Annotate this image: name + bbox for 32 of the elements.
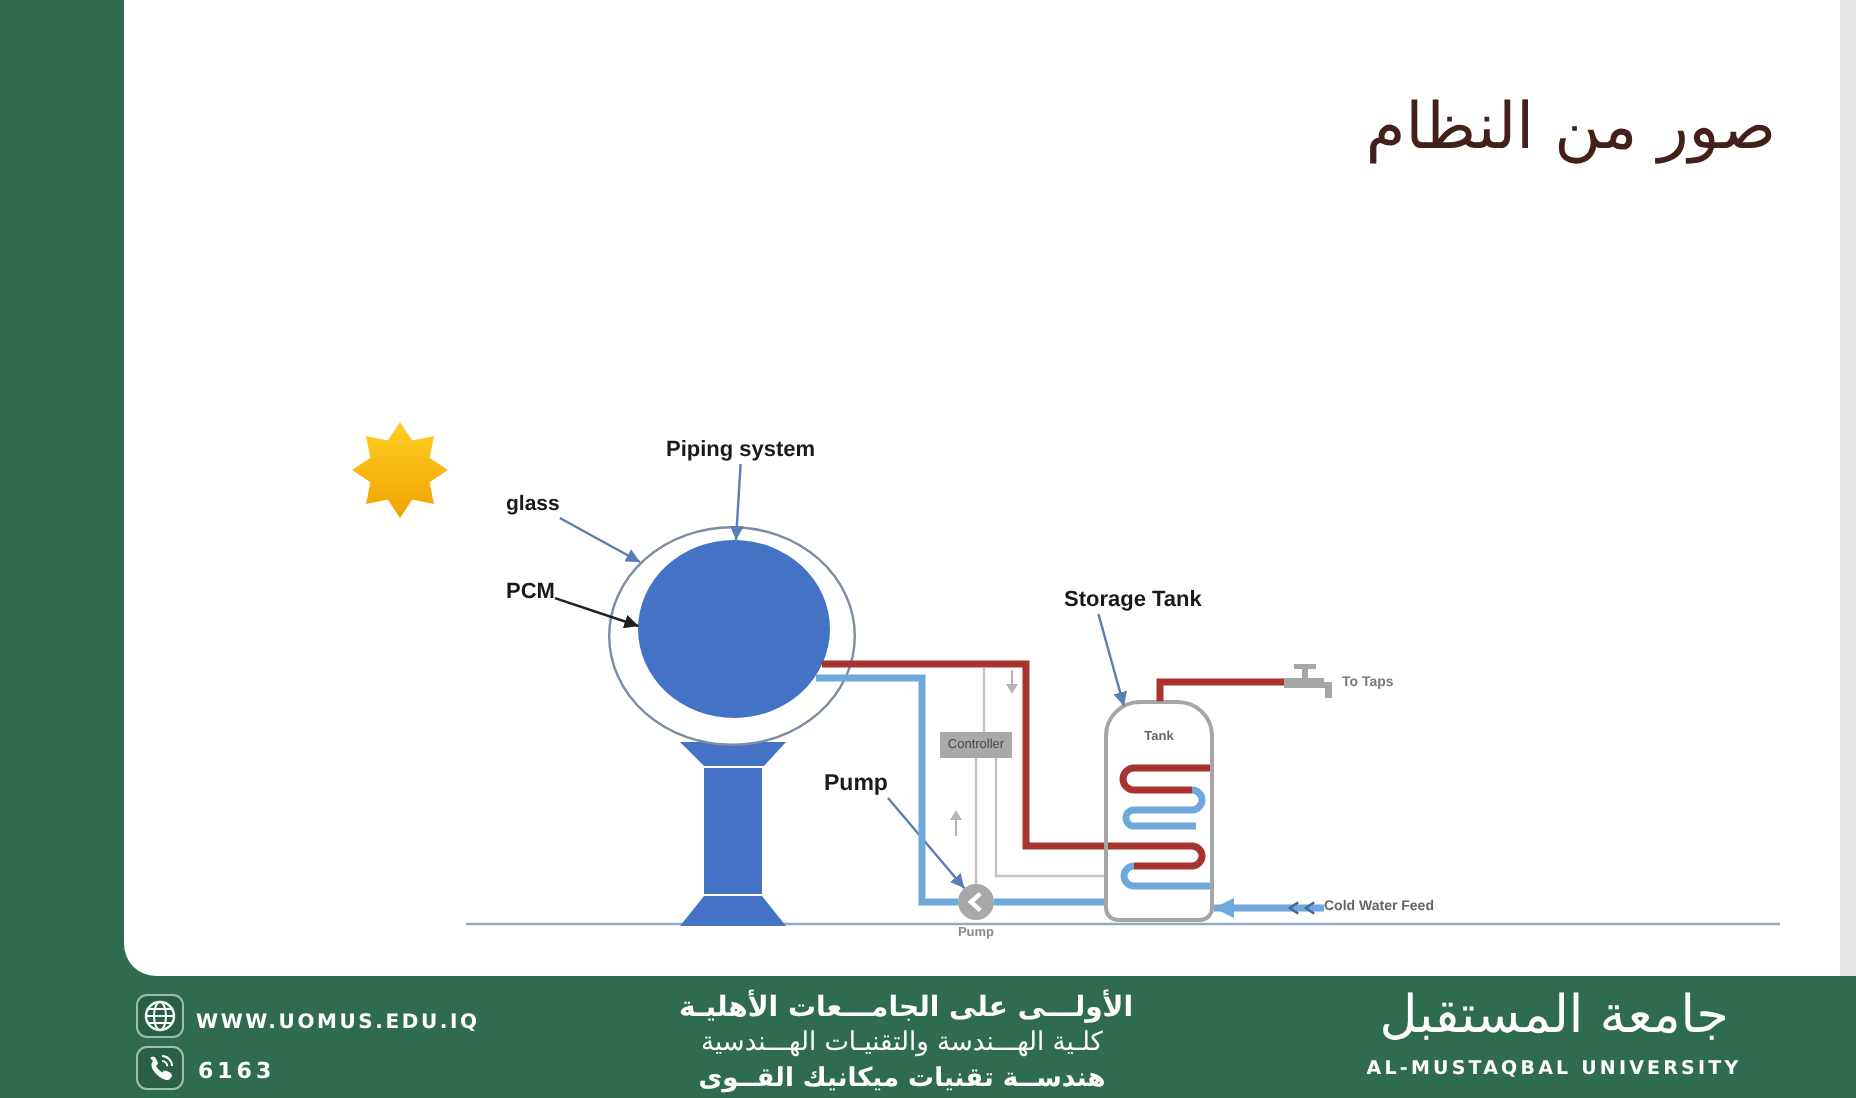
part-label: glass [506,492,560,518]
slide-title: صور من النظام [1365,86,1776,168]
part-label: PCM [506,580,555,606]
footer-text: كلـية الهـــندسة والتقنيـات الهـــندسية [701,1026,1103,1060]
hot-water-pipe [1156,678,1284,702]
control-wire [994,758,1104,878]
leader-line [554,597,639,629]
leader-line [559,516,641,564]
pcm-disk [638,540,830,718]
control-wire [982,668,986,732]
leader-line [887,797,966,889]
footer-text: هندســة تقنيات ميكانيك القــوى [698,1062,1106,1096]
glass-ring [608,526,856,746]
control-wire [974,758,978,884]
part-label: Piping system [666,438,816,464]
cold-water-pipe [816,674,958,906]
cold-water-pipe [994,898,1104,906]
leader-line [1097,613,1127,707]
university-name: AL-MUSTAQBAL UNIVERSITY [1366,1056,1742,1082]
collector-stand [680,742,786,926]
footer-text: الأولـــى على الجامـــعات الأهليـة [678,992,1134,1026]
part-label: Pump [824,770,888,798]
university-name: جامعة المستقبل [1379,984,1729,1050]
part-label: Storage Tank [1064,586,1202,614]
cold-water-pipe [1213,898,1328,918]
website-address: WWW.UOMUS.EDU.IQ [196,1010,480,1038]
storage-tank [1104,700,1214,922]
faucet-icon [1284,664,1336,698]
pump-symbol [958,884,994,920]
hot-water-pipe [822,660,1104,850]
leader-line [729,463,744,541]
phone-number: 6163 [198,1058,276,1086]
